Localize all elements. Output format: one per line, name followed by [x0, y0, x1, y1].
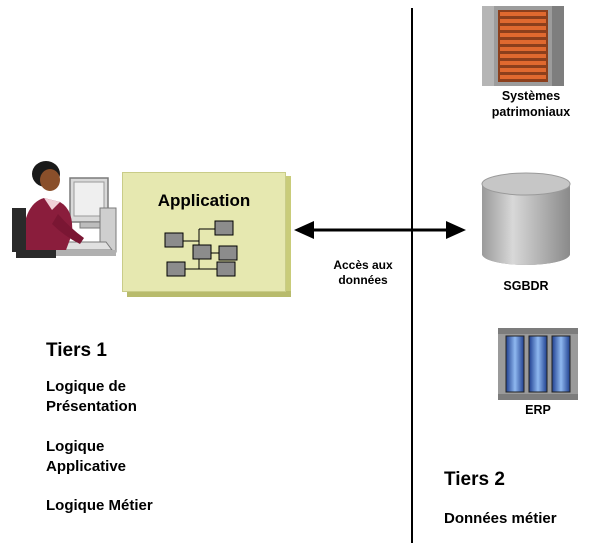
application-box-front: Application [122, 172, 286, 292]
system-label-erp: ERP [525, 403, 551, 417]
mainframe-server-icon [482, 6, 564, 86]
application-box-side [285, 176, 291, 294]
application-box-bottom [127, 291, 291, 297]
system-label-sgbdr: SGBDR [503, 279, 549, 293]
application-box: Application [122, 172, 291, 297]
tier-divider [411, 8, 413, 543]
tier1-item-metier: Logique Métier [46, 497, 153, 514]
erp-server-rack-icon [498, 328, 578, 400]
database-cylinder-icon [481, 172, 571, 265]
system-label-legacy: Systèmes patrimoniaux [466, 88, 596, 120]
tier1-item-applicative: Logique Applicative [46, 438, 127, 475]
tier2-subtitle: Données métier [444, 510, 557, 527]
application-title: Application [157, 191, 251, 210]
data-access-arrow [294, 221, 466, 239]
user-at-computer-icon [12, 161, 117, 258]
tier1-item-presentation: Logique de Présentation [46, 378, 137, 415]
flowchart-icon [164, 220, 238, 277]
system-label-legacy-text: Systèmes patrimoniaux [491, 89, 571, 119]
tier1-title: Tiers 1 [46, 340, 107, 361]
data-access-label: Accès aux données [315, 258, 411, 288]
data-access-label-text: Accès aux données [333, 258, 393, 287]
tier2-title: Tiers 2 [444, 469, 505, 490]
